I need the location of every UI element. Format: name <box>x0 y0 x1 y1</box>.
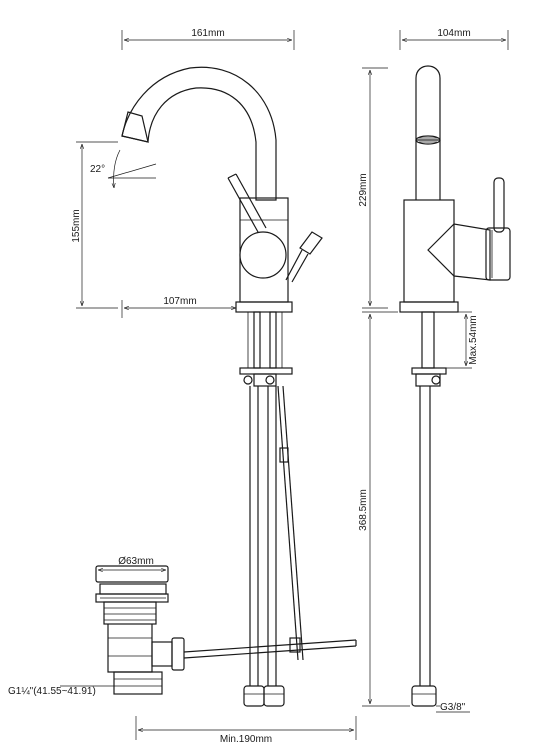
dim-side-depth: 104mm <box>437 28 470 39</box>
side-base-plate <box>399 301 459 313</box>
dim-hose-length: 368.5mm <box>358 489 369 531</box>
popup-rod-lever <box>299 231 323 255</box>
popup-rod <box>277 385 299 661</box>
side-view <box>399 65 511 707</box>
dim-spout-angle: 22° <box>90 164 105 175</box>
front-view <box>121 66 323 707</box>
dim-waste-diameter: Ø63mm <box>118 556 154 567</box>
side-handle-lever <box>493 177 505 233</box>
spout-tip <box>121 111 149 143</box>
dim-spout-reach: 161mm <box>191 28 224 39</box>
dim-spout-height: 155mm <box>71 209 82 242</box>
dim-base-offset: 107mm <box>163 296 196 307</box>
cartridge-circle <box>239 231 287 279</box>
mounting-stud-right <box>269 311 277 369</box>
dim-total-height: 229mm <box>358 173 369 206</box>
lift-rod <box>183 639 357 653</box>
popup-waste <box>95 565 357 695</box>
side-aerator <box>415 135 441 145</box>
mounting-washer <box>239 367 293 375</box>
dim-min-distance: Min.190mm <box>220 734 272 745</box>
hose-nut-left <box>243 685 265 707</box>
waste-body <box>103 601 157 625</box>
base-plate <box>235 301 293 313</box>
popup-rod-clamp <box>279 447 289 463</box>
waste-tail <box>107 624 153 673</box>
side-hose-nut <box>411 685 437 707</box>
side-spout <box>415 65 441 141</box>
spout-gooseneck <box>121 66 277 201</box>
waste-connector <box>151 641 173 667</box>
waste-cap <box>95 565 169 583</box>
side-cartridge <box>427 223 491 281</box>
side-handle-cap <box>485 227 511 281</box>
lift-rod-clip <box>289 637 301 653</box>
dim-max-deck: Max.54mm <box>468 315 479 364</box>
waste-thread <box>113 671 163 695</box>
handle-lever <box>227 177 259 233</box>
mounting-stud-left <box>253 311 261 369</box>
dimension-lines <box>60 30 509 740</box>
dim-waste-thread: G1¼"(41.55~41.91) <box>8 685 96 697</box>
dim-hose-thread: G3/8" <box>440 702 466 713</box>
hose-nut-right <box>263 685 285 707</box>
